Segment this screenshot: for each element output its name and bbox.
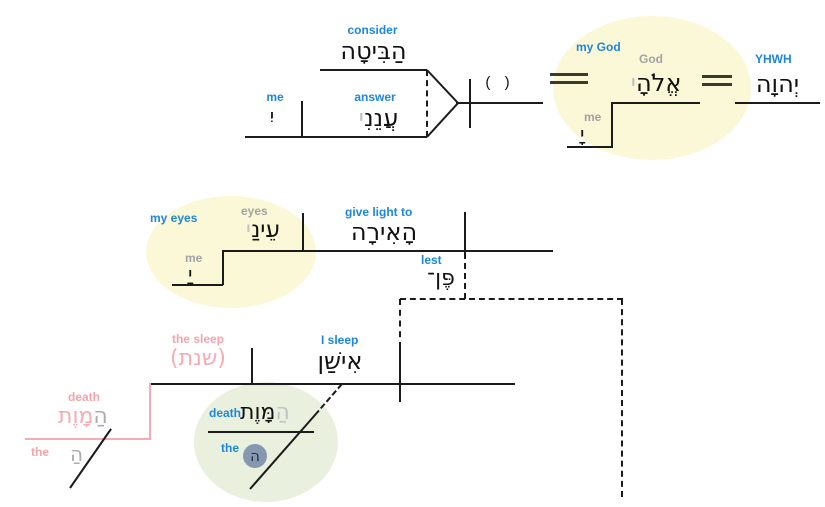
gloss-me-2: me	[584, 110, 602, 124]
word-answer-main: עֲנֵנִ	[363, 104, 399, 132]
gloss-yhwh: YHWH	[755, 52, 792, 66]
gloss-answer: answer	[354, 90, 396, 104]
divider-subject-2	[464, 212, 466, 253]
word-god[interactable]: אֱלֹהָי	[610, 69, 702, 97]
word-eyes-faded-suffix: י	[245, 217, 252, 243]
gloss-death-green: death	[209, 406, 242, 420]
gloss-me-1: me	[266, 90, 284, 104]
fork-diagonal-top	[426, 69, 460, 105]
connector-dashed-below-divider	[464, 253, 466, 299]
baseline-clause1-main	[456, 102, 543, 104]
word-death-green-faded-article: הַ	[275, 400, 290, 425]
highlight-ellipse-my-eyes[interactable]	[146, 196, 316, 308]
highlight-ellipse-death[interactable]	[194, 382, 338, 502]
baseline-death-pink	[25, 438, 151, 440]
baseline-verb-consider	[320, 69, 427, 71]
gloss-the-pink: the	[31, 445, 49, 459]
gloss-death-pink: death	[68, 390, 101, 404]
word-god-faded-suffix: י	[630, 69, 636, 97]
gloss-eyes: eyes	[241, 204, 268, 218]
pink-step-vertical	[149, 383, 151, 440]
gloss-god: God	[639, 52, 663, 66]
apposition-equals-icon-1	[550, 73, 588, 85]
connector-dashed-right	[621, 299, 623, 497]
gloss-the-sleep: the sleep	[171, 332, 225, 346]
article-badge[interactable]: ה	[243, 444, 267, 468]
word-the-sleep[interactable]: (שנת)	[169, 346, 227, 371]
baseline-eyes-suffix	[172, 284, 223, 286]
highlight-ellipse-my-god[interactable]	[553, 16, 751, 160]
word-give-light-to[interactable]: הָאִירָה	[350, 218, 418, 246]
word-lest[interactable]: פֶּן־	[427, 266, 455, 291]
gloss-the-green: the	[221, 441, 239, 455]
gloss-my-eyes: my eyes	[150, 211, 198, 225]
word-yhwh[interactable]: יְהוָה	[755, 70, 800, 98]
baseline-verb-answer	[245, 136, 427, 138]
word-consider[interactable]: הַבִּיטָה	[340, 37, 407, 65]
gloss-my-god: my God	[576, 40, 621, 54]
word-me-1[interactable]: יִ	[269, 104, 275, 128]
baseline-god-suffix	[567, 146, 613, 148]
word-me-3[interactable]: יַ	[188, 262, 193, 286]
word-death-pink-main: מָוֶת	[58, 404, 94, 429]
word-death-green-main: מָּוֶת	[240, 400, 276, 425]
baseline-clause2-main	[223, 250, 553, 252]
word-death-pink[interactable]: הַמָוֶת	[58, 404, 108, 429]
divider-subject-1	[469, 79, 471, 128]
word-the-pink-article[interactable]: הַ	[70, 442, 84, 466]
fork-diagonal-bottom	[426, 102, 459, 138]
word-answer-faded-suffix: י	[358, 104, 364, 132]
baseline-death-green	[208, 431, 314, 433]
word-answer[interactable]: עֲנֵנִי	[330, 104, 427, 132]
word-eyes[interactable]: עֵינַי	[228, 217, 298, 243]
implied-subject-parens[interactable]: ( )	[485, 74, 515, 91]
word-death-pink-faded-article: הַ	[93, 404, 108, 429]
gloss-give-light-to: give light to	[345, 205, 413, 219]
apposition-equals-icon-2	[702, 75, 732, 87]
gloss-i-sleep: I sleep	[321, 333, 359, 347]
baseline-yhwh	[735, 102, 820, 104]
divider-object-verb-1	[301, 101, 303, 138]
divider-object-verb-2	[302, 213, 304, 251]
gloss-lest: lest	[421, 253, 442, 267]
baseline-god	[612, 102, 700, 104]
word-death-green[interactable]: הַמָּוֶת	[240, 400, 290, 425]
divider-subject-3	[399, 348, 401, 402]
word-god-main: אֱלֹהָ	[636, 69, 682, 97]
word-me-2[interactable]: יָ	[580, 122, 585, 146]
connector-dashed-horizontal	[400, 298, 623, 300]
divider-object-verb-3	[251, 348, 253, 384]
pedestal-step-god	[611, 102, 613, 148]
pedestal-step-eyes	[222, 250, 224, 285]
word-i-sleep[interactable]: אִישַׁן	[317, 347, 363, 375]
modifier-slant-dashed	[314, 383, 343, 416]
fork-dashed-vertical	[426, 70, 428, 137]
connector-dashed-left	[399, 299, 401, 348]
gloss-consider: consider	[347, 23, 398, 37]
word-eyes-main: עֵינַ	[251, 217, 281, 243]
gloss-me-3: me	[185, 251, 203, 265]
baseline-clause3-main	[150, 383, 515, 385]
